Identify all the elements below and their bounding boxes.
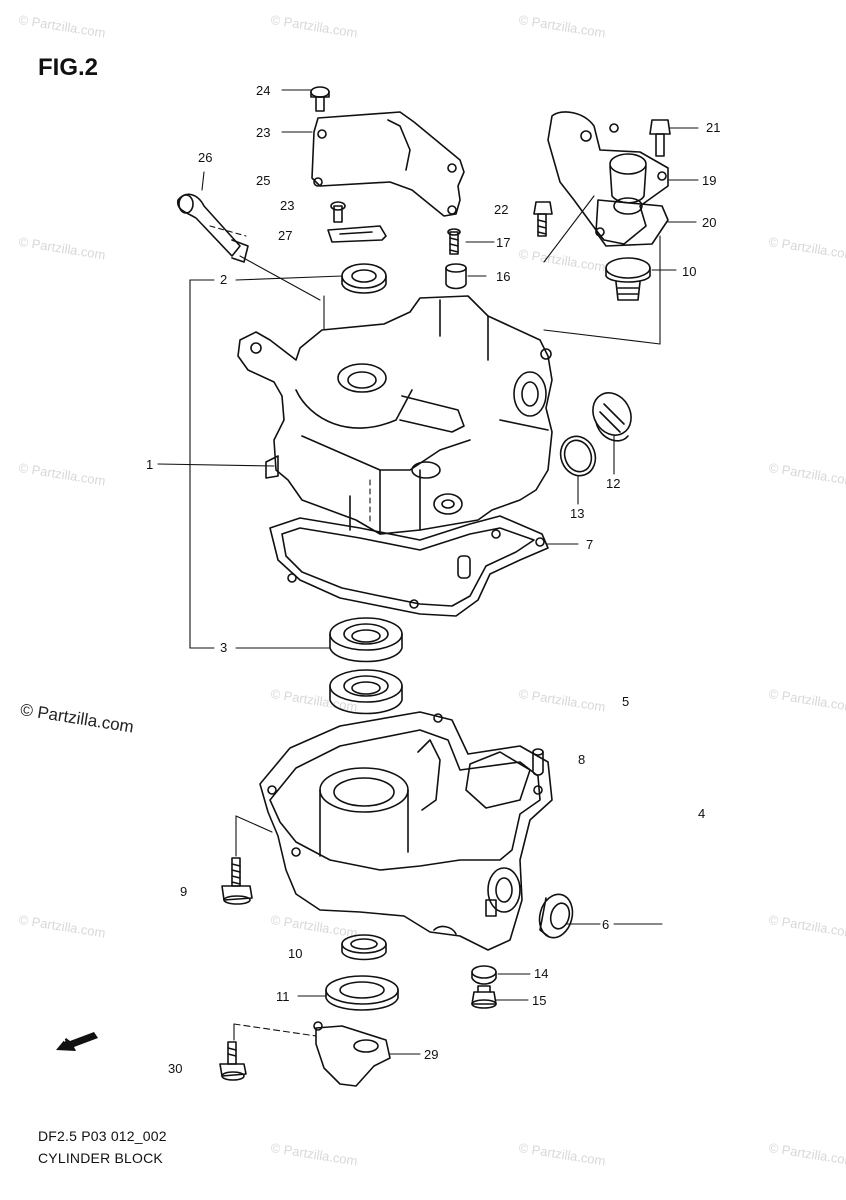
plate-part-29[interactable] [313, 1021, 391, 1087]
bolt-part-21[interactable] [649, 119, 671, 157]
plug-part-15[interactable] [471, 985, 497, 1009]
callout-6: 6 [602, 917, 609, 932]
bolt-part-9[interactable] [221, 857, 253, 905]
callout-30: 30 [168, 1061, 182, 1076]
callout-8: 8 [578, 752, 585, 767]
callout-16: 16 [496, 269, 510, 284]
oil-seal-part-6[interactable] [535, 891, 577, 942]
callout-labels: 24 23 25 26 23 27 22 17 16 21 19 20 10 2… [146, 83, 720, 1076]
callout-3: 3 [220, 640, 227, 655]
callout-11: 11 [276, 989, 290, 1004]
callout-1: 1 [146, 457, 153, 472]
callout-13: 13 [570, 506, 584, 521]
leader-lines [157, 89, 699, 1055]
diagram-name: CYLINDER BLOCK [38, 1150, 163, 1166]
diagram-code: DF2.5 P03 012_002 [38, 1128, 167, 1144]
hose-part-26[interactable] [176, 193, 249, 263]
bolt-part-22[interactable] [533, 201, 553, 237]
clip-part-27[interactable] [327, 225, 387, 243]
oil-seal-part-2[interactable] [341, 263, 387, 294]
bolt-part-17[interactable] [447, 228, 461, 255]
callout-27: 27 [278, 228, 292, 243]
bolt-part-23[interactable] [330, 201, 346, 223]
callout-17: 17 [496, 235, 510, 250]
callout-29: 29 [424, 1047, 438, 1062]
washer-part-14[interactable] [471, 965, 497, 985]
callout-12: 12 [606, 476, 620, 491]
callout-10-lower: 10 [288, 946, 302, 961]
callout-23-lower: 23 [280, 198, 294, 213]
forward-arrow-icon: FWD [56, 1024, 100, 1052]
callout-26: 26 [198, 150, 212, 165]
cylinder-block-part-1[interactable] [237, 295, 553, 535]
callout-5: 5 [622, 694, 629, 709]
bolt-part-24[interactable] [310, 86, 330, 112]
dowel-part-8[interactable] [532, 748, 544, 776]
callout-25: 25 [256, 173, 270, 188]
bearing-part-5[interactable] [329, 669, 403, 715]
callout-21: 21 [706, 120, 720, 135]
o-ring-part-13[interactable] [555, 431, 601, 480]
thermostat-part-10[interactable] [605, 257, 651, 301]
bolt-part-30[interactable] [219, 1041, 247, 1081]
callout-10-upper: 10 [682, 264, 696, 279]
callout-23: 23 [256, 125, 270, 140]
cover-plate-part-25[interactable] [311, 111, 465, 217]
callout-4: 4 [698, 806, 705, 821]
dowel-part-16[interactable] [445, 263, 467, 290]
callout-2: 2 [220, 272, 227, 287]
callout-22: 22 [494, 202, 508, 217]
callout-14: 14 [534, 966, 548, 981]
crankcase-part-4[interactable] [259, 711, 553, 951]
callout-20: 20 [702, 215, 716, 230]
figure-title: FIG.2 [38, 54, 99, 81]
callout-19: 19 [702, 173, 716, 188]
callout-24: 24 [256, 83, 270, 98]
callout-9: 9 [180, 884, 187, 899]
seal-part-11[interactable] [325, 975, 399, 1011]
gasket-part-20[interactable] [595, 199, 669, 247]
gasket-part-7[interactable] [269, 515, 549, 617]
callout-7: 7 [586, 537, 593, 552]
cap-part-12[interactable] [585, 386, 638, 442]
callout-15: 15 [532, 993, 546, 1008]
bearing-part-3[interactable] [329, 617, 403, 663]
oil-seal-part-10[interactable] [341, 934, 387, 961]
